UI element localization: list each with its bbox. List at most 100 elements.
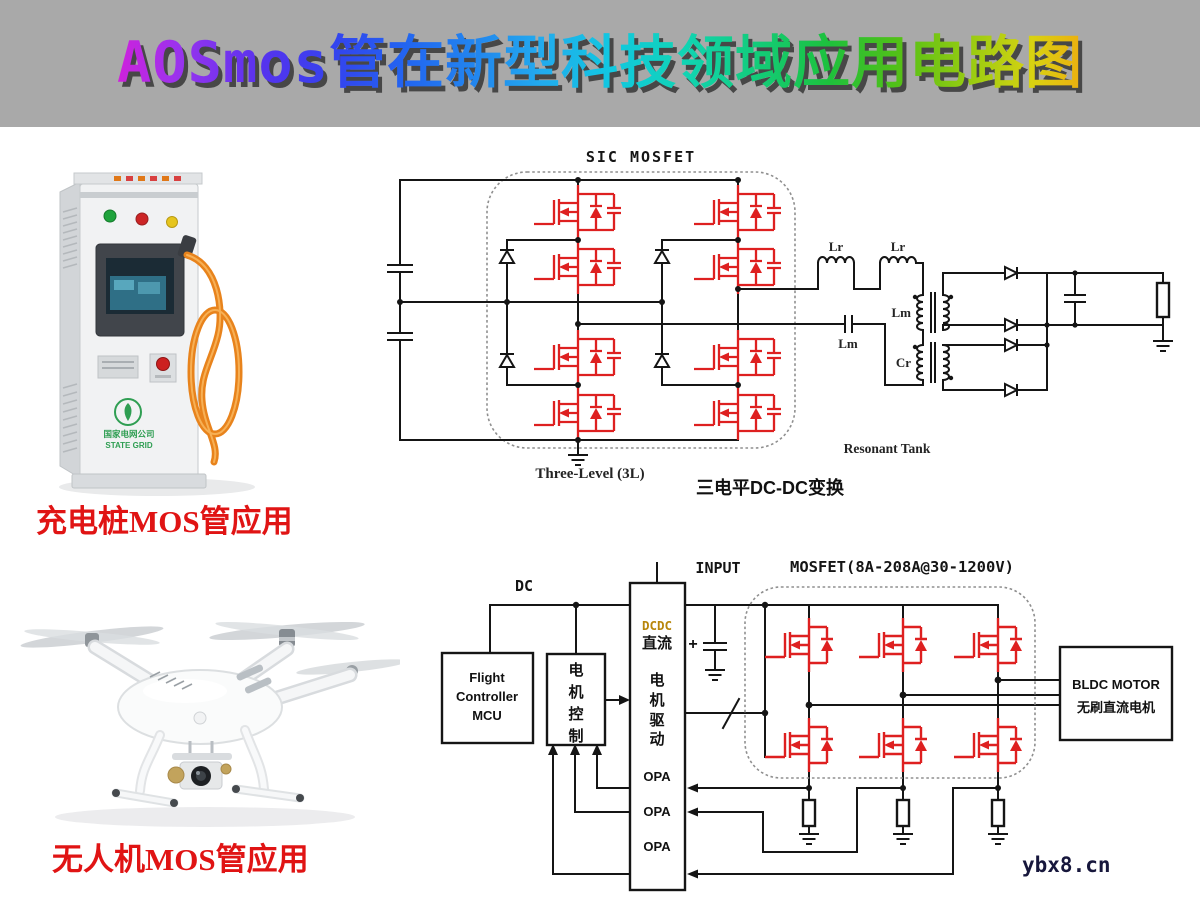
drone-gimbal-camera <box>167 741 232 790</box>
three-level-cn-label: 三电平DC-DC变换 <box>696 477 845 498</box>
sic-mosfet-label: SIC MOSFET <box>586 148 696 166</box>
drone-caption: 无人机MOS管应用 <box>52 842 309 877</box>
drone-landing-gear <box>111 725 305 808</box>
mosfet-icon <box>532 384 623 442</box>
charger-caption: 充电桩MOS管应用 <box>36 504 293 539</box>
logo-text-cn: 国家电网公司 <box>103 429 154 439</box>
charger-cabinet: 国家电网公司 STATE GRID <box>59 172 207 489</box>
bldc-motor-box <box>1058 645 1174 742</box>
mosfet-icon <box>692 384 783 442</box>
svg-text:OPA: OPA <box>643 769 671 784</box>
svg-text:DCDC: DCDC <box>642 618 672 633</box>
mosfet-icon <box>763 616 835 674</box>
mosfet-icon <box>532 328 623 386</box>
charger-top-dots <box>114 176 181 181</box>
transformer-windings <box>916 292 950 383</box>
svg-text:驱: 驱 <box>649 712 664 729</box>
bus-slash <box>721 697 741 730</box>
svg-text:机: 机 <box>568 683 583 701</box>
svg-text:OPA: OPA <box>643 804 671 819</box>
three-level-label: Three-Level (3L) <box>535 466 644 482</box>
dc-label: DC <box>515 577 533 595</box>
mosfet-icon <box>692 183 783 241</box>
state-grid-logo <box>114 398 142 426</box>
mosfet-icon <box>532 238 623 296</box>
drone-shadow <box>55 807 355 827</box>
emergency-button <box>156 357 170 371</box>
ground-icon <box>987 833 1009 845</box>
svg-text:BLDC MOTOR: BLDC MOTOR <box>1072 677 1160 692</box>
mosfet-icon <box>763 716 835 774</box>
charging-station-photo: 国家电网公司 STATE GRID <box>59 172 255 496</box>
logo-text-en: STATE GRID <box>105 441 152 450</box>
lr-coils <box>816 256 918 265</box>
driver-box-text: DCDC 直流 电 机 驱 动 OPA OPA OPA <box>642 618 672 854</box>
mosfet-icon <box>692 328 783 386</box>
page-title-shadow: AOSmos管在新型科技领域应用电路图 <box>4 5 1200 132</box>
mosfet-icon <box>857 616 929 674</box>
clamp-diode-icon <box>654 353 670 368</box>
load-resistor <box>1155 281 1171 319</box>
arrowheads <box>548 695 698 879</box>
motor-control-box <box>545 652 607 747</box>
junction-dots <box>572 601 1002 791</box>
site-watermark: ybx8.cn <box>1022 853 1111 877</box>
rectifier-diode-icon <box>1004 383 1018 397</box>
mosfet-icon <box>532 183 623 241</box>
ground-icon <box>567 454 589 466</box>
ground-icon <box>704 669 726 681</box>
ground-icon <box>1152 340 1174 352</box>
sense-resistor <box>990 798 1006 828</box>
lm2-label: Cr <box>896 355 911 370</box>
svg-text:电: 电 <box>568 661 583 679</box>
svg-text:动: 动 <box>649 730 664 748</box>
lm1-label: Lm <box>892 305 912 320</box>
rectifier-diode-icon <box>1004 266 1018 280</box>
driver-box <box>628 581 687 892</box>
capacitor-plates <box>387 264 1086 341</box>
drone-body <box>117 664 283 745</box>
bldc-motor-text: BLDC MOTOR 无刷直流电机 <box>1072 677 1160 715</box>
resonant-tank-label: Resonant Tank <box>844 441 931 456</box>
clamp-diode-icon <box>654 249 670 264</box>
title-banner: AOSmos管在新型科技领域应用电路图 AOSmos管在新型科技领域应用电路图 <box>0 0 1200 127</box>
drone-esc-circuit-diagram: DC INPUT MOSFET(8A-208A@30-1200V) + Flig… <box>440 558 1174 892</box>
mosfet-rating-label: MOSFET(8A-208A@30-1200V) <box>790 558 1014 576</box>
input-label: INPUT <box>695 559 740 577</box>
mosfet-icon <box>952 716 1024 774</box>
mosfet-bridge-outline <box>744 586 1036 779</box>
indicator-green-light <box>103 209 117 223</box>
cr-label: Lm <box>838 336 858 351</box>
drone-photo <box>20 621 400 827</box>
svg-text:控: 控 <box>568 705 583 723</box>
flight-controller-box <box>440 651 535 745</box>
rectifier-diode-icon <box>1004 318 1018 332</box>
drone-propellers <box>20 621 400 677</box>
ground-icon <box>798 833 820 845</box>
junction-dots <box>397 177 1078 443</box>
ground-icon <box>892 833 914 845</box>
clamp-diode-icon <box>499 353 515 368</box>
card-reader <box>97 355 139 379</box>
mosfet-icon <box>857 716 929 774</box>
charging-cable <box>177 235 243 466</box>
charger-side-vents <box>62 207 78 453</box>
lr2-label: Lr <box>891 239 906 254</box>
indicator-yellow-light <box>166 216 178 228</box>
top-circuit-wiring <box>399 179 1164 454</box>
flight-controller-text: Flight Controller MCU <box>456 670 518 723</box>
lr1-label: Lr <box>829 239 844 254</box>
svg-text:制: 制 <box>568 727 583 745</box>
svg-text:MCU: MCU <box>472 708 502 723</box>
svg-text:无刷直流电机: 无刷直流电机 <box>1076 700 1155 715</box>
sense-resistor <box>895 798 911 828</box>
rectifier-diode-icon <box>1004 338 1018 352</box>
svg-text:Flight: Flight <box>469 670 505 685</box>
svg-text:直流: 直流 <box>642 634 672 652</box>
svg-text:电: 电 <box>649 671 664 689</box>
sic-module-outline <box>486 171 796 449</box>
motor-control-text: 电 机 控 制 <box>568 661 583 745</box>
sense-resistor <box>801 798 817 828</box>
page-title: AOSmos管在新型科技领域应用电路图 <box>0 0 1200 127</box>
